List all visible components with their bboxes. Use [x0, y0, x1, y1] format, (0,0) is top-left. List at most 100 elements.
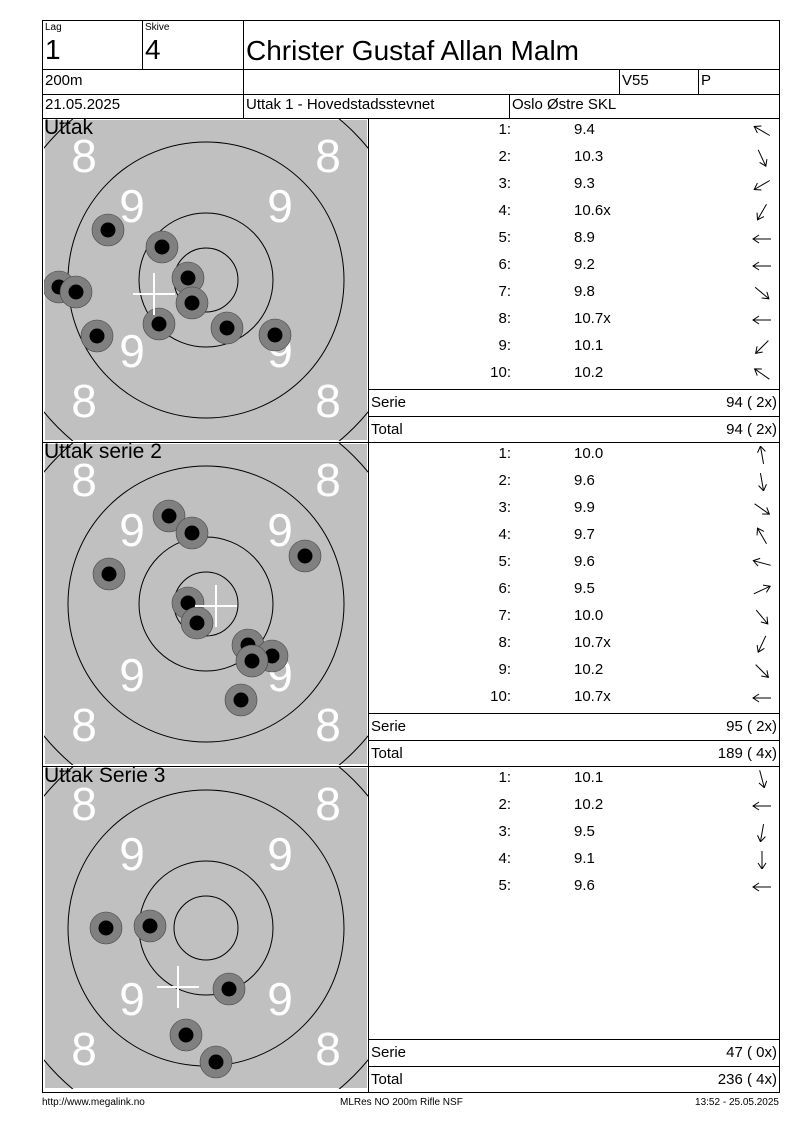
ring-label-eight: 8 — [71, 778, 97, 830]
score-list: 1: 10.0 2: 9.6 3: 9.9 4: 9.7 5: 9.6 6: 9… — [368, 442, 779, 766]
shot-number: 8: — [498, 634, 511, 651]
footer-software: MLRes NO 200m Rifle NSF — [340, 1097, 463, 1108]
shot-hole — [145, 230, 179, 264]
shot-number: 3: — [498, 499, 511, 516]
shot-value: 10.1 — [574, 769, 604, 786]
shot-hole — [169, 1018, 203, 1052]
ring-label-nine: 9 — [267, 180, 293, 232]
ring-label-nine: 9 — [119, 828, 145, 880]
target-ring — [173, 895, 239, 961]
direction-arrow-icon — [752, 693, 771, 703]
shot-value: 9.5 — [574, 823, 595, 840]
class: V55 — [622, 72, 649, 89]
shot-row: 9: 10.1 — [369, 334, 779, 361]
total-score: 236 ( 4x) — [717, 1071, 777, 1088]
shot-value: 9.3 — [574, 175, 595, 192]
ring-label-nine: 9 — [267, 504, 293, 556]
shot-value: 10.7x — [574, 688, 611, 705]
shot-number: 10: — [490, 688, 511, 705]
series-title: Uttak Serie 3 — [44, 764, 166, 787]
ring-label-eight: 8 — [71, 375, 97, 427]
direction-arrow-icon — [755, 609, 769, 625]
direction-arrow-icon — [752, 315, 771, 325]
shot-value: 9.2 — [574, 256, 595, 273]
shot-number: 4: — [498, 202, 511, 219]
shot-number: 3: — [498, 175, 511, 192]
ring-label-eight: 8 — [315, 699, 341, 751]
total-score: 189 ( 4x) — [717, 745, 777, 762]
ring-label-nine: 9 — [119, 325, 145, 377]
ring-label-eight: 8 — [315, 1023, 341, 1075]
shot-row: 4: 10.6x — [369, 199, 779, 226]
direction-arrow-icon — [752, 882, 771, 892]
shot-value: 9.6 — [574, 472, 595, 489]
shot-value: 10.2 — [574, 796, 604, 813]
target-ring — [138, 212, 274, 348]
serie-label: Serie — [371, 718, 407, 735]
class-cell: V55 — [619, 69, 699, 95]
shot-value: 10.6x — [574, 202, 611, 219]
shot-number: 3: — [498, 823, 511, 840]
score-list: 1: 9.4 2: 10.3 3: 9.3 4: 10.6x 5: 8.9 6:… — [368, 118, 779, 442]
shot-row: 3: 9.9 — [369, 496, 779, 523]
shot-value: 9.6 — [574, 553, 595, 570]
ring-label-eight: 8 — [71, 1023, 97, 1075]
shot-hole — [142, 307, 176, 341]
shot-number: 9: — [498, 337, 511, 354]
shot-number: 1: — [498, 769, 511, 786]
direction-arrow-icon — [756, 527, 767, 545]
shot-hole — [59, 275, 93, 309]
ring-label-nine: 9 — [119, 504, 145, 556]
ring-label-nine: 9 — [267, 828, 293, 880]
ring-label-nine: 9 — [119, 973, 145, 1025]
shooter-name-cell: Christer Gustaf Allan Malm — [243, 20, 780, 70]
direction-arrow-icon — [752, 261, 771, 271]
shot-value: 9.1 — [574, 850, 595, 867]
footer-url[interactable]: http://www.megalink.no — [42, 1097, 145, 1108]
shot-value: 10.7x — [574, 310, 611, 327]
shot-hole — [175, 516, 209, 550]
shot-row: 5: 8.9 — [369, 226, 779, 253]
direction-arrow-icon — [758, 770, 768, 788]
shot-number: 9: — [498, 661, 511, 678]
ring-label-eight: 8 — [71, 699, 97, 751]
direction-arrow-icon — [753, 368, 770, 380]
shot-hole — [288, 539, 322, 573]
shot-value: 9.4 — [574, 121, 595, 138]
shot-row: 9: 10.2 — [369, 658, 779, 685]
direction-arrow-icon — [754, 286, 770, 300]
shot-hole — [91, 213, 125, 247]
shot-number: 2: — [498, 796, 511, 813]
shot-value: 9.7 — [574, 526, 595, 543]
direction-arrow-icon — [753, 584, 771, 595]
shot-value: 10.0 — [574, 607, 604, 624]
shot-row: 8: 10.7x — [369, 307, 779, 334]
shot-row: 10: 10.7x — [369, 685, 779, 712]
direction-arrow-icon — [752, 557, 771, 567]
direction-arrow-icon — [754, 503, 771, 515]
direction-arrow-icon — [755, 664, 770, 679]
serie-score: 95 ( 2x) — [726, 718, 777, 735]
skive-cell: Skive 4 — [142, 20, 244, 70]
shot-hole — [212, 972, 246, 1006]
lag-cell: Lag 1 — [42, 20, 143, 70]
shot-row: 7: 9.8 — [369, 280, 779, 307]
shot-row: 10: 10.2 — [369, 361, 779, 388]
shot-number: 7: — [498, 607, 511, 624]
shot-hole — [235, 644, 269, 678]
shot-number: 10: — [490, 364, 511, 381]
ring-label-eight: 8 — [71, 454, 97, 506]
shot-number: 5: — [498, 553, 511, 570]
shot-row: 2: 10.2 — [369, 793, 779, 820]
shot-row: 5: 9.6 — [369, 550, 779, 577]
shot-row: 1: 10.1 — [369, 766, 779, 793]
event: Uttak 1 - Hovedstadsstevnet — [246, 96, 435, 113]
shot-hole — [89, 911, 123, 945]
shot-value: 10.2 — [574, 364, 604, 381]
